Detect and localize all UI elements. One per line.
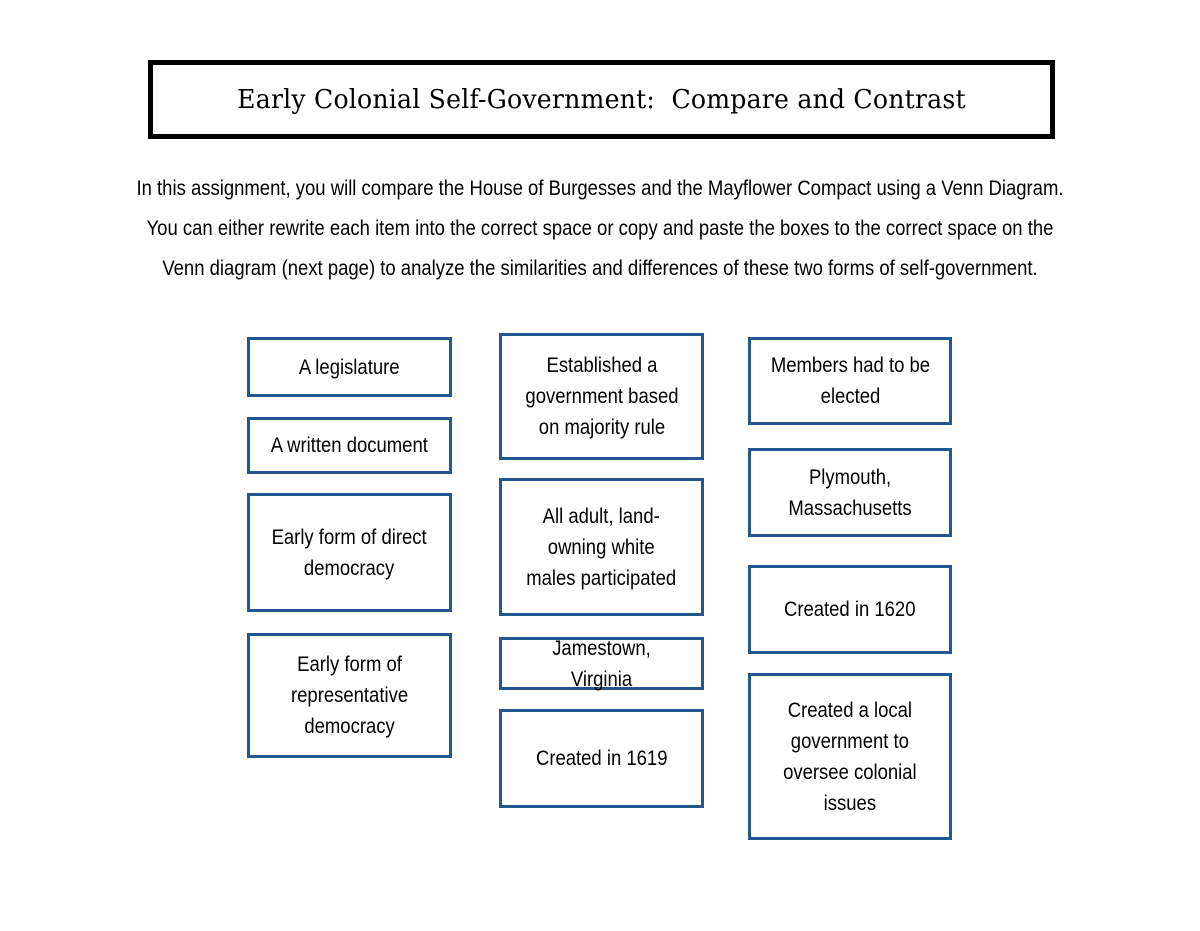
item-box[interactable]: A legislature [247,337,452,397]
item-box[interactable]: Created a local government to oversee co… [748,673,952,840]
instructions-line-3: Venn diagram (next page) to analyze the … [162,256,1038,280]
item-box[interactable]: Members had to be elected [748,337,952,425]
item-box-label: All adult, land- owning white males part… [526,504,677,590]
item-box[interactable]: Plymouth, Massachusetts [748,448,952,537]
item-box[interactable]: Established a government based on majori… [499,333,704,460]
instructions-line-1: In this assignment, you will compare the… [136,176,1064,200]
instructions-paragraph: In this assignment, you will compare the… [48,168,1152,288]
item-box[interactable]: All adult, land- owning white males part… [499,478,704,616]
item-box[interactable]: Jamestown, Virginia [499,637,704,691]
item-box-label: Early form of direct democracy [271,525,428,580]
item-box-label: Created a local government to oversee co… [783,698,917,815]
item-box-label: A written document [270,434,429,457]
item-box[interactable]: Early form of direct democracy [247,493,452,612]
item-box[interactable]: Created in 1620 [748,565,952,654]
item-box-label: A legislature [299,355,400,379]
item-box-label: Early form of representative democracy [290,653,409,738]
title-banner: Early Colonial Self-Government: Compare … [148,60,1055,139]
item-box-label: Jamestown, Virginia [552,636,651,691]
item-box-label: Created in 1619 [535,747,668,770]
item-box[interactable]: Early form of representative democracy [247,633,452,758]
item-box[interactable]: Created in 1619 [499,709,704,808]
item-box-label: Established a government based on majori… [524,354,679,439]
page-title: Early Colonial Self-Government: Compare … [237,84,966,115]
item-box-label: Members had to be elected [770,354,930,408]
item-box-label: Created in 1620 [784,598,916,621]
item-box[interactable]: A written document [247,417,452,474]
item-box-label: Plymouth, Massachusetts [788,465,912,520]
instructions-line-2: You can either rewrite each item into th… [146,216,1054,240]
